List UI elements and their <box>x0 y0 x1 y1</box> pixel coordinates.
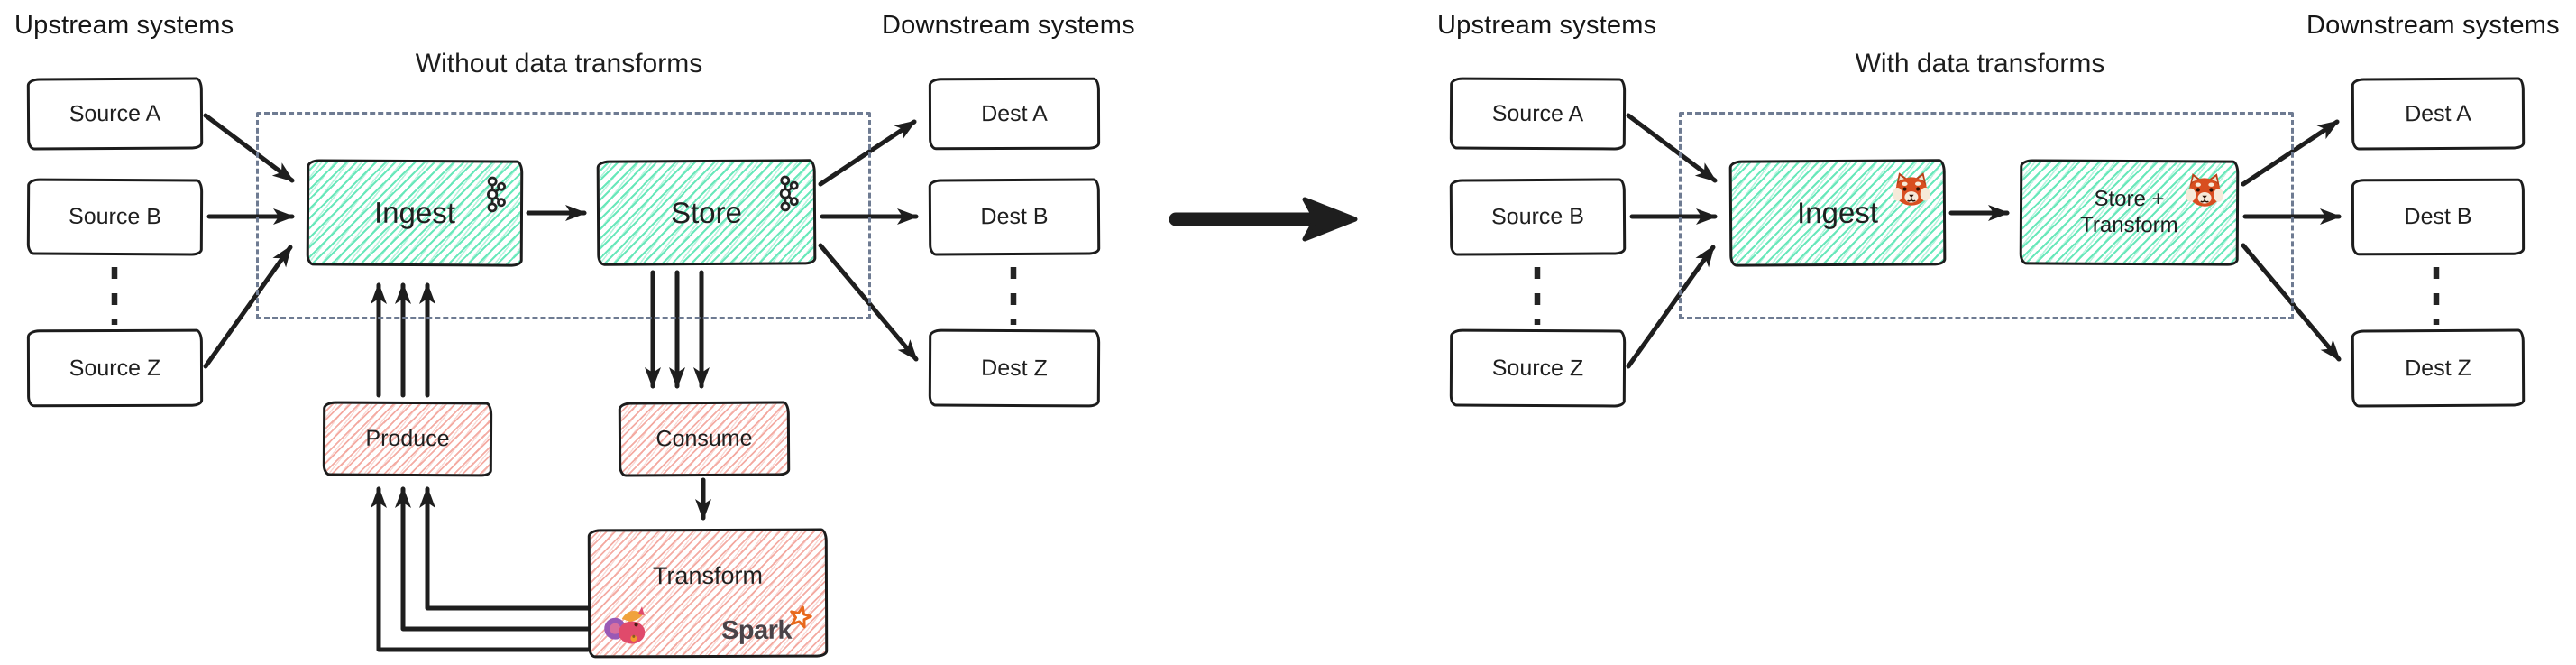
produce-label: Produce <box>365 425 450 452</box>
transform-box: Transform Spark <box>587 528 829 659</box>
spark-wordmark: Spark <box>720 615 793 645</box>
left-title: Without data transforms <box>415 49 703 79</box>
store-box-left: Store <box>596 159 817 266</box>
dest-a-label: Dest A <box>981 100 1048 126</box>
kafka-icon <box>772 174 799 217</box>
ingest-label: Ingest <box>373 195 456 230</box>
arrow-transform-produce-1 <box>419 486 591 611</box>
store-transform-box: Store + Transform <box>2019 159 2240 266</box>
source-z-label: Source Z <box>1491 355 1584 381</box>
store-transform-label: Store + Transform <box>2080 187 2178 238</box>
arrow-transform-produce-3 <box>371 486 591 652</box>
spark-logo: Spark <box>720 615 812 645</box>
downstream-systems-label-right: Downstream systems <box>2306 11 2560 40</box>
source-b-box-left: Source B <box>26 178 204 256</box>
source-z-label: Source Z <box>69 355 161 381</box>
kafka-icon <box>479 175 506 217</box>
source-a-label: Source A <box>69 100 161 126</box>
ingest-box-right: Ingest <box>1728 159 1947 267</box>
downstream-systems-label-left: Downstream systems <box>882 11 1135 40</box>
source-b-label: Source B <box>1490 203 1585 230</box>
dest-a-label: Dest A <box>2405 100 2471 126</box>
right-title: With data transforms <box>1855 49 2105 79</box>
dest-b-label: Dest B <box>2404 203 2472 230</box>
dest-z-label: Dest Z <box>2405 355 2471 381</box>
consume-box: Consume <box>618 401 791 477</box>
store-label: Store <box>670 195 743 229</box>
pipeline-boundary-left <box>256 112 871 319</box>
arrow-transform-produce-2 <box>395 486 591 632</box>
flink-squirrel-icon <box>603 604 648 650</box>
redpanda-icon <box>1891 171 1932 211</box>
source-z-box-right: Source Z <box>1449 328 1627 408</box>
upstream-systems-label-left: Upstream systems <box>14 11 234 40</box>
store-transform-label-line1: Store + <box>2094 186 2165 212</box>
source-a-box-right: Source A <box>1449 77 1627 151</box>
store-transform-label-line2: Transform <box>2080 212 2178 237</box>
source-b-box-right: Source B <box>1449 178 1627 256</box>
dest-z-box-left: Dest Z <box>928 328 1101 408</box>
source-a-box-left: Source A <box>26 77 204 151</box>
source-b-label: Source B <box>69 203 161 230</box>
ingest-box-left: Ingest <box>306 159 524 267</box>
dest-a-box-right: Dest A <box>2351 77 2526 151</box>
consume-label: Consume <box>655 425 753 452</box>
spark-star-icon <box>788 605 812 634</box>
dest-b-box-right: Dest B <box>2351 178 2526 256</box>
upstream-systems-label-right: Upstream systems <box>1437 11 1657 40</box>
transform-label: Transform <box>652 561 763 590</box>
dest-a-box-left: Dest A <box>928 77 1101 151</box>
redpanda-icon <box>2184 171 2225 212</box>
source-a-label: Source A <box>1491 100 1584 126</box>
ingest-label: Ingest <box>1796 195 1879 230</box>
produce-box: Produce <box>322 401 493 477</box>
dest-z-label: Dest Z <box>981 355 1048 381</box>
dest-b-label: Dest B <box>980 203 1049 230</box>
source-z-box-left: Source Z <box>26 328 204 408</box>
dest-z-box-right: Dest Z <box>2351 328 2526 408</box>
pipeline-boundary-right <box>1679 112 2294 319</box>
dest-b-box-left: Dest B <box>928 178 1101 256</box>
